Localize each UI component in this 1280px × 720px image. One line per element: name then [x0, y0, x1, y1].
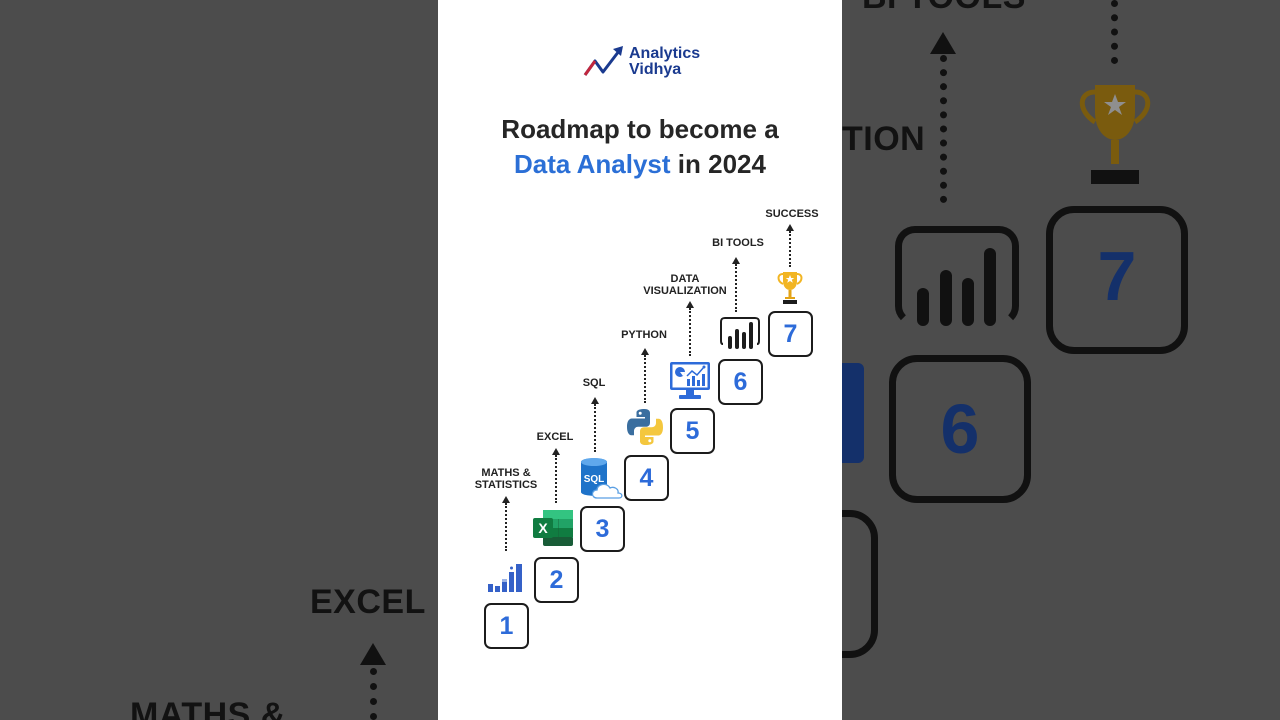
step-label-1-line2: STATISTICS: [474, 479, 538, 491]
step-label-6: BI TOOLS: [712, 237, 764, 249]
step-box-5: 5: [670, 408, 715, 454]
svg-text:SQL: SQL: [584, 474, 605, 485]
step-label-4: PYTHON: [621, 329, 667, 341]
page-title: Roadmap to become a Data Analyst in 2024: [438, 112, 842, 182]
dotted-line: [505, 503, 507, 551]
step-label-1-line1: MATHS &: [481, 467, 531, 479]
bar-chart-icon: [488, 564, 522, 592]
infographic-panel: Analytics Vidhya Roadmap to become a Dat…: [438, 0, 842, 720]
excel-icon: X: [533, 510, 573, 546]
step-box-6: 6: [718, 359, 763, 405]
power-bi-icon: [720, 317, 760, 349]
step-box-3: 3: [580, 506, 625, 552]
arrowhead-icon: [786, 224, 794, 231]
step-label-5-line2: VISUALIZATION: [643, 285, 727, 297]
arrowhead-icon: [732, 257, 740, 264]
trophy-icon: [777, 272, 803, 304]
bg-step-number-7: 7: [1097, 237, 1137, 315]
step-label-5-line1: DATA: [670, 273, 700, 285]
arrowhead-icon: [591, 397, 599, 404]
dotted-line: [555, 455, 557, 503]
brand-logo: Analytics Vidhya: [583, 45, 700, 79]
title-line2: Data Analyst in 2024: [438, 147, 842, 182]
bg-arrowhead-icon: [930, 32, 956, 54]
svg-text:X: X: [538, 520, 548, 536]
bg-trophy-icon: [1079, 85, 1151, 184]
bg-dotted-line: [1111, 0, 1118, 64]
step-box-1: 1: [484, 603, 529, 649]
bg-label-excel: EXCEL: [310, 583, 426, 621]
bg-step-box-7: [1046, 206, 1188, 354]
step-label-3: SQL: [582, 377, 606, 389]
step-box-4: 4: [624, 455, 669, 501]
brand-name: Analytics Vidhya: [629, 46, 700, 78]
step-label-5: DATA VISUALIZATION: [637, 273, 733, 297]
bg-label-bi-tools: BI TOOLS: [862, 0, 1026, 17]
step-label-1: MATHS & STATISTICS: [470, 467, 542, 491]
python-icon: [627, 409, 663, 445]
dashboard-monitor-icon: [670, 362, 710, 399]
sql-database-icon: SQL: [581, 458, 623, 499]
bg-monitor-partial: [842, 363, 864, 463]
dotted-line: [689, 308, 691, 356]
step-box-2: 2: [534, 557, 579, 603]
bg-dotted-line: [370, 668, 377, 720]
title-line1: Roadmap to become a: [501, 114, 779, 144]
trend-arrow-icon: [583, 46, 623, 76]
bg-label-maths: MATHS &: [130, 696, 286, 720]
dotted-line: [644, 355, 646, 403]
arrowhead-icon: [502, 496, 510, 503]
step-label-7: SUCCESS: [765, 208, 819, 220]
arrowhead-icon: [641, 348, 649, 355]
dotted-line: [594, 404, 596, 452]
brand-name-line1: Analytics: [629, 45, 701, 62]
bg-step-box-6: [889, 355, 1031, 503]
arrowhead-icon: [552, 448, 560, 455]
bg-power-bi-bars-icon: [917, 248, 996, 326]
step-label-2: EXCEL: [536, 431, 574, 443]
bg-power-bi-frame: [895, 226, 1019, 326]
dotted-line: [789, 231, 791, 267]
arrowhead-icon: [686, 301, 694, 308]
bg-dotted-line: [940, 55, 947, 203]
bg-arrowhead-icon: [360, 643, 386, 665]
dotted-line: [735, 264, 737, 312]
title-accent: Data Analyst: [514, 149, 671, 179]
step-box-7: 7: [768, 311, 813, 357]
title-line2-rest: in 2024: [670, 149, 766, 179]
bg-label-partial: TION: [842, 120, 926, 158]
bg-step-number-6: 6: [940, 390, 980, 468]
brand-name-line2: Vidhya: [629, 61, 682, 78]
